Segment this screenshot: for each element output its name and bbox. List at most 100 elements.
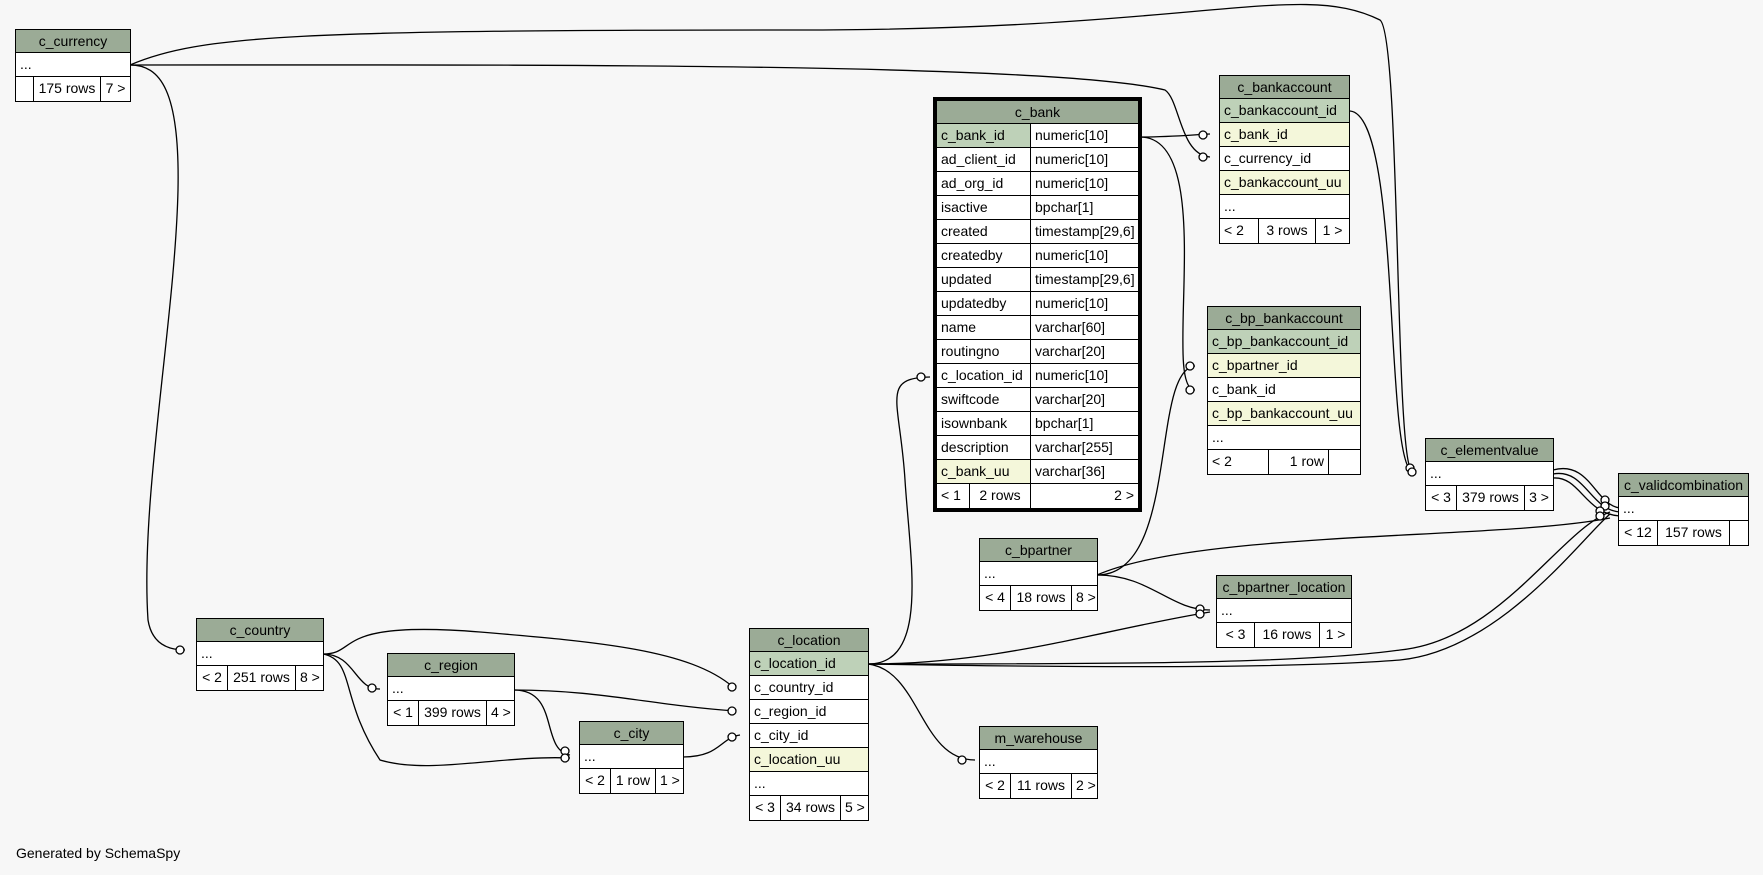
table-footer: < 12 157 rows bbox=[1619, 521, 1748, 545]
table-ellipsis-row: ... bbox=[16, 53, 130, 77]
table-title: c_bankaccount bbox=[1220, 76, 1349, 99]
edge-elementvalue-validcombination-1 bbox=[1552, 467, 1621, 509]
table-c-elementvalue[interactable]: c_elementvalue ... < 3 379 rows 3 > bbox=[1425, 438, 1554, 511]
table-row: c_location_id bbox=[750, 652, 868, 676]
table-row: c_bp_bankaccount_uu bbox=[1208, 402, 1360, 426]
table-footer: < 3 34 rows 5 > bbox=[750, 796, 868, 820]
table-c-location[interactable]: c_location c_location_id c_country_id c_… bbox=[749, 628, 869, 821]
table-footer: 175 rows 7 > bbox=[16, 77, 130, 101]
edge-location-warehouse bbox=[867, 663, 976, 761]
table-c-bp-bankaccount[interactable]: c_bp_bankaccount c_bp_bankaccount_id c_b… bbox=[1207, 306, 1361, 475]
table-ellipsis-row: ... bbox=[1426, 462, 1553, 486]
table-footer: < 2 251 rows 8 > bbox=[197, 666, 323, 690]
table-footer: < 2 3 rows 1 > bbox=[1220, 219, 1349, 243]
edge-location-bplocation bbox=[867, 611, 1211, 665]
table-footer: < 3 16 rows 1 > bbox=[1217, 623, 1351, 647]
table-footer: < 1 399 rows 4 > bbox=[388, 701, 514, 725]
table-title: c_currency bbox=[16, 30, 130, 53]
edge-region-location bbox=[513, 689, 736, 712]
table-m-warehouse[interactable]: m_warehouse ... < 2 11 rows 2 > bbox=[979, 726, 1098, 799]
edge-bankaccount-elementvalue bbox=[1349, 110, 1411, 471]
edge-elementvalue-validcombination-3 bbox=[1552, 477, 1621, 517]
edge-elementvalue-validcombination-2 bbox=[1552, 472, 1621, 513]
table-title: c_location bbox=[750, 629, 868, 652]
table-row: c_bankaccount_id bbox=[1220, 99, 1349, 123]
table-ellipsis-row: ... bbox=[980, 562, 1097, 586]
table-c-bpartner-location[interactable]: c_bpartner_location ... < 3 16 rows 1 > bbox=[1216, 575, 1352, 648]
table-ellipsis-row: ... bbox=[388, 677, 514, 701]
table-row: c_bank_id bbox=[1208, 378, 1360, 402]
table-footer: < 3 379 rows 3 > bbox=[1426, 486, 1553, 510]
edge-bpartner-bplocation bbox=[1096, 574, 1211, 611]
table-c-currency[interactable]: c_currency ... 175 rows 7 > bbox=[15, 29, 131, 102]
table-ellipsis-row: ... bbox=[580, 745, 683, 769]
table-title: c_region bbox=[388, 654, 514, 677]
table-c-bpartner[interactable]: c_bpartner ... < 4 18 rows 8 > bbox=[979, 538, 1098, 611]
table-row: c_country_id bbox=[750, 676, 868, 700]
table-ellipsis-row: ... bbox=[980, 750, 1097, 774]
table-footer: < 4 18 rows 8 > bbox=[980, 586, 1097, 610]
table-ellipsis-row: ... bbox=[750, 772, 868, 796]
table-title: c_bank bbox=[937, 101, 1138, 124]
table-c-validcombination[interactable]: c_validcombination ... < 12 157 rows bbox=[1618, 473, 1749, 546]
edge-bpartner-validcombination bbox=[1096, 517, 1611, 576]
table-title: c_city bbox=[580, 722, 683, 745]
table-c-region[interactable]: c_region ... < 1 399 rows 4 > bbox=[387, 653, 515, 726]
table-ellipsis-row: ... bbox=[1220, 195, 1349, 219]
edge-location-bank bbox=[867, 376, 931, 665]
table-ellipsis-row: ... bbox=[1619, 497, 1748, 521]
table-footer: < 1 2 rows 2 > bbox=[937, 484, 1138, 508]
edge-country-location bbox=[322, 628, 734, 688]
table-row: c_bpartner_id bbox=[1208, 354, 1360, 378]
edge-region-city bbox=[513, 689, 571, 756]
edge-currency-bankaccount bbox=[129, 64, 1211, 158]
table-ellipsis-row: ... bbox=[1208, 426, 1360, 450]
edge-currency-country bbox=[129, 64, 186, 651]
table-title: c_bp_bankaccount bbox=[1208, 307, 1360, 330]
table-row: c_city_id bbox=[750, 724, 868, 748]
generated-by-label: Generated by SchemaSpy bbox=[16, 845, 181, 861]
table-c-country[interactable]: c_country ... < 2 251 rows 8 > bbox=[196, 618, 324, 691]
table-ellipsis-row: ... bbox=[197, 642, 323, 666]
table-footer: < 2 1 row bbox=[1208, 450, 1360, 474]
table-title: c_bpartner_location bbox=[1217, 576, 1351, 599]
table-footer: < 2 1 row 1 > bbox=[580, 769, 683, 793]
table-title: m_warehouse bbox=[980, 727, 1097, 750]
table-row: c_currency_id bbox=[1220, 147, 1349, 171]
table-row: c_location_uu bbox=[750, 748, 868, 772]
edge-bank-bpbankaccount bbox=[1139, 136, 1196, 391]
table-row: c_bank_id bbox=[1220, 123, 1349, 147]
edge-currency-elementvalue bbox=[129, 3, 1411, 469]
table-row: c_bp_bankaccount_id bbox=[1208, 330, 1360, 354]
table-title: c_validcombination bbox=[1619, 474, 1748, 497]
edge-country-city bbox=[322, 653, 571, 767]
table-c-bankaccount[interactable]: c_bankaccount c_bankaccount_id c_bank_id… bbox=[1219, 75, 1350, 244]
table-title: c_country bbox=[197, 619, 323, 642]
table-title: c_bpartner bbox=[980, 539, 1097, 562]
edge-location-validcombination-1 bbox=[867, 511, 1611, 665]
table-footer: < 2 11 rows 2 > bbox=[980, 774, 1097, 798]
table-row: c_bankaccount_uu bbox=[1220, 171, 1349, 195]
table-ellipsis-row: ... bbox=[1217, 599, 1351, 623]
table-row: c_region_id bbox=[750, 700, 868, 724]
edge-location-validcombination-2 bbox=[867, 513, 1611, 668]
table-c-city[interactable]: c_city ... < 2 1 row 1 > bbox=[579, 721, 684, 794]
table-title: c_elementvalue bbox=[1426, 439, 1553, 462]
